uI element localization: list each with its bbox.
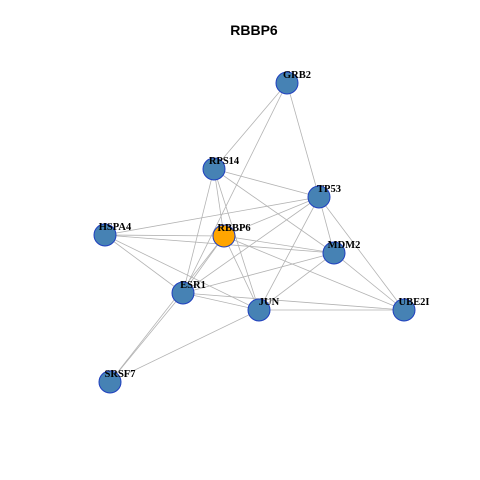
edge-mdm2-jun [258, 252, 335, 311]
edge-mdm2-ube2i [333, 252, 405, 311]
node-label-hspa4: HSPA4 [99, 222, 132, 233]
node-rps14 [202, 157, 226, 181]
edge-rps14-esr1 [182, 168, 215, 294]
edge-rps14-mdm2 [213, 168, 335, 254]
node-label-esr1: ESR1 [180, 280, 206, 291]
edge-hspa4-rbbp6 [104, 234, 225, 237]
node-srsf7 [98, 370, 122, 394]
edge-tp53-rbbp6 [223, 196, 320, 237]
edge-mdm2-esr1 [182, 252, 335, 294]
edge-esr1-ube2i [182, 292, 405, 311]
edge-rps14-tp53 [213, 168, 320, 198]
edge-hspa4-esr1 [104, 234, 184, 294]
node-mdm2 [322, 241, 346, 265]
plot-title: RBBP6 [230, 22, 278, 38]
edge-tp53-jun [258, 196, 320, 311]
edge-rbbp6-mdm2 [223, 235, 335, 254]
node-label-rbbp6: RBBP6 [217, 223, 250, 234]
edge-tp53-ube2i [318, 196, 405, 311]
node-label-jun: JUN [259, 297, 280, 308]
node-label-tp53: TP53 [317, 184, 341, 195]
edge-rbbp6-srsf7 [109, 235, 225, 383]
node-grb2 [275, 71, 299, 95]
edge-rps14-jun [213, 168, 260, 311]
edge-rbbp6-esr1 [182, 235, 225, 294]
edge-tp53-esr1 [182, 196, 320, 294]
edge-grb2-esr1 [182, 82, 288, 294]
node-label-grb2: GRB2 [283, 70, 311, 81]
edge-jun-srsf7 [109, 309, 260, 383]
edge-rbbp6-jun [223, 235, 260, 311]
node-label-mdm2: MDM2 [328, 240, 361, 251]
node-hspa4 [93, 223, 117, 247]
node-layer [93, 71, 416, 394]
node-rbbp6 [212, 224, 236, 248]
edge-layer [104, 82, 405, 383]
edge-grb2-rps14 [213, 82, 288, 170]
node-tp53 [307, 185, 331, 209]
node-label-rps14: RPS14 [209, 156, 240, 167]
edge-esr1-srsf7 [109, 292, 184, 383]
edge-hspa4-jun [104, 234, 260, 311]
edge-tp53-hspa4 [104, 196, 320, 236]
edge-esr1-jun [182, 292, 260, 311]
edge-rbbp6-ube2i [223, 235, 405, 311]
node-esr1 [171, 281, 195, 305]
node-label-srsf7: SRSF7 [105, 369, 136, 380]
edge-grb2-tp53 [286, 82, 320, 198]
node-jun [247, 298, 271, 322]
node-ube2i [392, 298, 416, 322]
node-label-ube2i: UBE2I [399, 297, 430, 308]
